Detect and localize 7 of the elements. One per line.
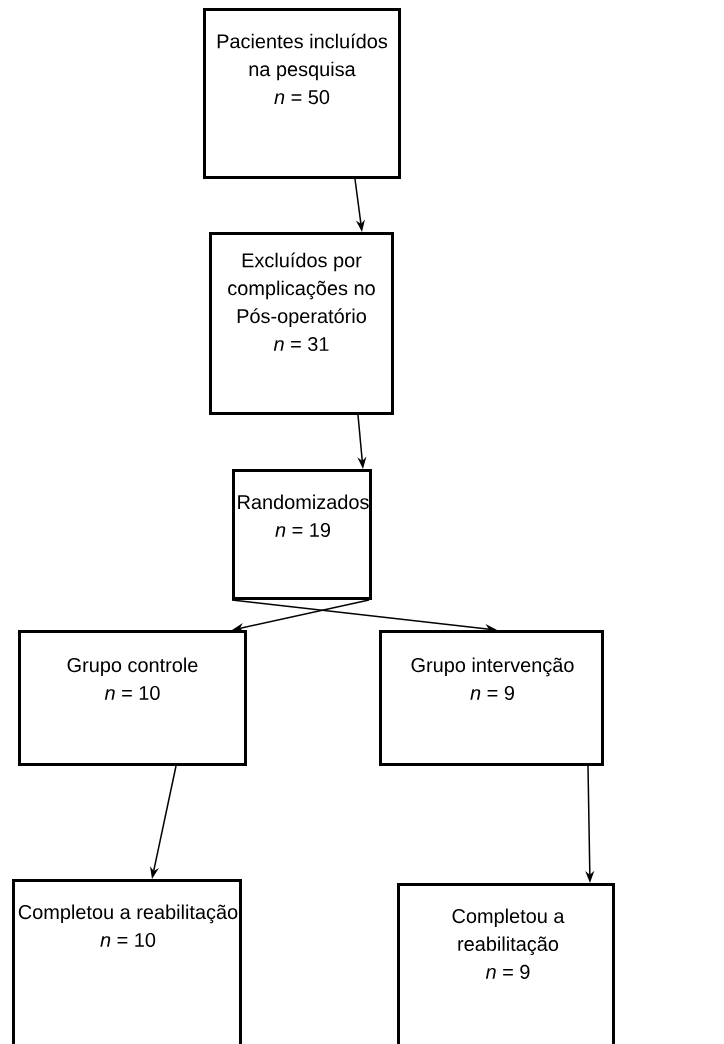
- flow-box: Grupo controle n = 10: [18, 630, 247, 766]
- flow-box: Grupo intervenção n = 9: [379, 630, 604, 766]
- flow-box: Pacientes incluídos na pesquisa n = 50: [203, 8, 401, 179]
- flow-box: Completou a reabilitação n = 10: [12, 879, 242, 1044]
- flow-box: Randomizados n = 19: [232, 469, 372, 600]
- flow-box: Completou a reabilitação n = 9: [397, 883, 615, 1044]
- flow-box: Excluídos por complicações no Pós-operatório n = 31: [209, 232, 394, 415]
